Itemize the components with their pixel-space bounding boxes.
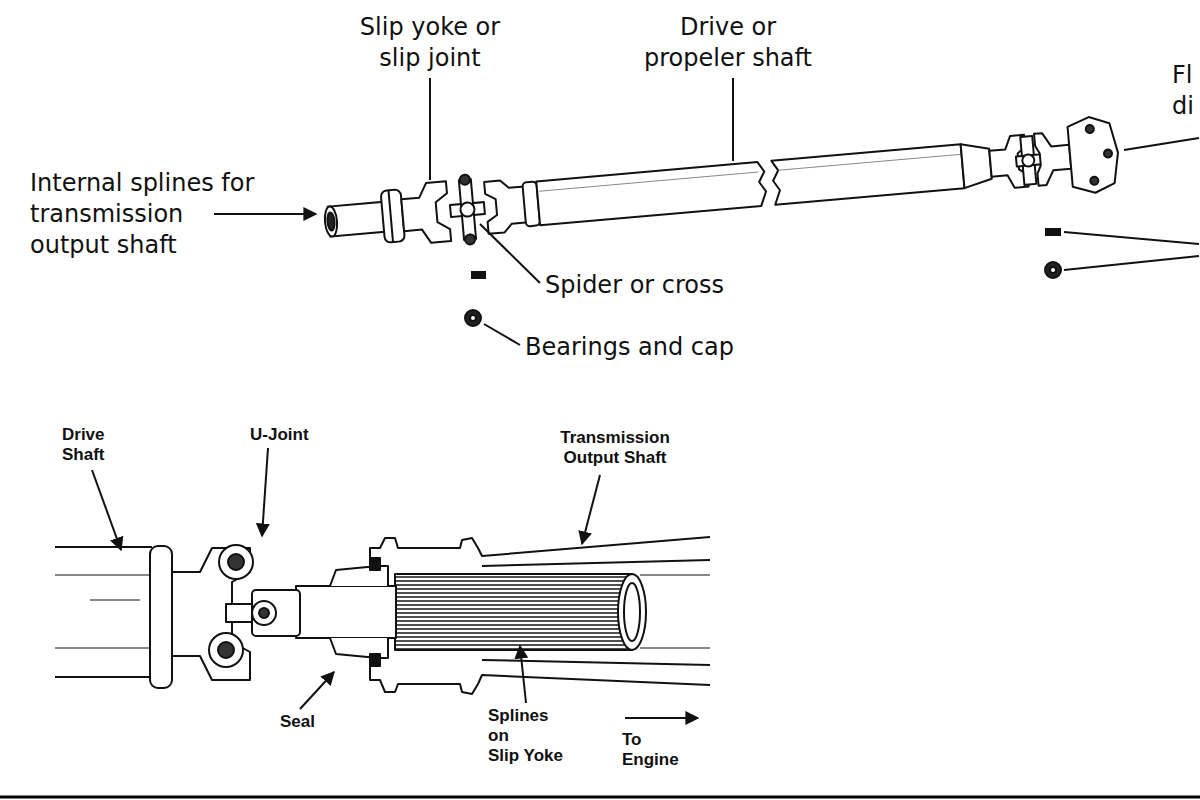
drive-shaft-assembly	[324, 206, 339, 237]
slip-yoke-closeup	[252, 590, 300, 636]
leader-line	[1064, 232, 1199, 244]
slip-yoke-closeup	[640, 648, 710, 649]
drive-shaft-assembly	[388, 190, 393, 242]
part-label: Fl di	[1172, 60, 1194, 122]
leader-line	[214, 213, 316, 215]
slip-yoke-closeup	[624, 583, 640, 641]
bearing-parts	[1046, 229, 1060, 235]
leader-arrow	[625, 717, 698, 719]
slip-yoke-closeup	[370, 558, 380, 570]
slip-yoke-closeup	[55, 648, 152, 649]
part-label: Drive Shaft	[62, 425, 105, 465]
leader-line	[429, 78, 431, 180]
part-label: Drive or propeler shaft	[644, 12, 812, 74]
leader-arrow	[262, 448, 268, 536]
part-label: U-Joint	[250, 425, 309, 445]
drive-shaft-assembly	[1085, 125, 1094, 134]
slip-yoke-closeup	[482, 560, 710, 566]
drive-shaft-assembly	[322, 115, 1122, 260]
leader-line	[732, 78, 734, 161]
leader-line	[214, 78, 1199, 345]
slip-yoke-closeup	[228, 554, 244, 570]
drive-shaft-assembly	[1090, 176, 1099, 185]
bearing-parts	[472, 272, 485, 278]
drive-shaft-assembly	[381, 189, 405, 243]
drive-shaft-assembly	[460, 202, 475, 217]
slip-yoke-closeup	[218, 642, 234, 658]
drive-shaft-assembly	[450, 202, 485, 217]
leader-arrow	[92, 448, 698, 718]
slip-yoke-closeup	[395, 574, 632, 650]
leader-line	[1064, 256, 1199, 270]
part-label: Internal splines for transmission output…	[30, 168, 254, 261]
slip-yoke-closeup	[55, 575, 152, 576]
leader-line	[484, 324, 520, 345]
drive-shaft-assembly	[1034, 131, 1072, 186]
slip-yoke-closeup	[55, 676, 152, 678]
part-label: Splines on Slip Yoke	[488, 706, 563, 766]
border-rule	[0, 796, 1200, 799]
slip-yoke-closeup	[259, 608, 269, 618]
slip-yoke-closeup	[370, 664, 710, 694]
bearing-parts	[1050, 267, 1056, 273]
drive-shaft-assembly	[1022, 154, 1035, 167]
part-label: Spider or cross	[545, 270, 724, 301]
drive-shaft-assembly	[961, 142, 993, 188]
leader-arrow	[92, 470, 121, 550]
slip-yoke-closeup	[252, 601, 276, 625]
drive-shaft-assembly	[778, 154, 961, 170]
slip-yoke-closeup	[296, 586, 396, 638]
drive-shaft-assembly	[1067, 115, 1121, 195]
drive-shaft-assembly	[400, 181, 451, 245]
part-label: Bearings and cap	[525, 332, 734, 363]
leader-arrow	[582, 475, 600, 544]
slip-yoke-closeup	[618, 574, 646, 650]
drive-shaft-assembly	[539, 172, 758, 191]
slip-yoke-closeup	[219, 545, 253, 579]
leader-line	[480, 224, 540, 283]
part-label: Seal	[280, 712, 315, 732]
bearing-parts	[1045, 262, 1061, 278]
slip-yoke-closeup	[55, 537, 710, 694]
drive-shaft-assembly	[459, 174, 470, 185]
bearing-parts	[470, 315, 476, 321]
slip-yoke-closeup	[482, 660, 710, 665]
leader-line	[1124, 138, 1199, 150]
drive-shaft-assembly	[536, 162, 767, 226]
part-label: Transmission Output Shaft	[560, 428, 670, 468]
slip-yoke-closeup	[640, 575, 710, 576]
slip-yoke-closeup	[370, 537, 710, 560]
drive-shaft-assembly	[771, 144, 964, 204]
bearing-parts	[465, 310, 481, 326]
drive-shaft-assembly	[459, 179, 476, 240]
drive-shaft-assembly	[465, 234, 476, 245]
drive-shaft-assembly	[1104, 149, 1113, 158]
slip-yoke-closeup	[370, 654, 380, 666]
slip-yoke-closeup	[209, 633, 243, 667]
drive-shaft-assembly	[1016, 154, 1043, 166]
slip-yoke-closeup	[55, 546, 152, 548]
part-label: Slip yoke or slip joint	[360, 12, 500, 74]
slip-yoke-closeup	[90, 600, 140, 601]
drive-shaft-assembly	[327, 212, 336, 231]
leader-arrow	[300, 672, 334, 709]
direction-label: To Engine	[622, 730, 679, 770]
leader-arrow	[520, 646, 526, 703]
bearing-parts	[465, 229, 1061, 326]
slip-yoke-closeup	[150, 546, 172, 688]
